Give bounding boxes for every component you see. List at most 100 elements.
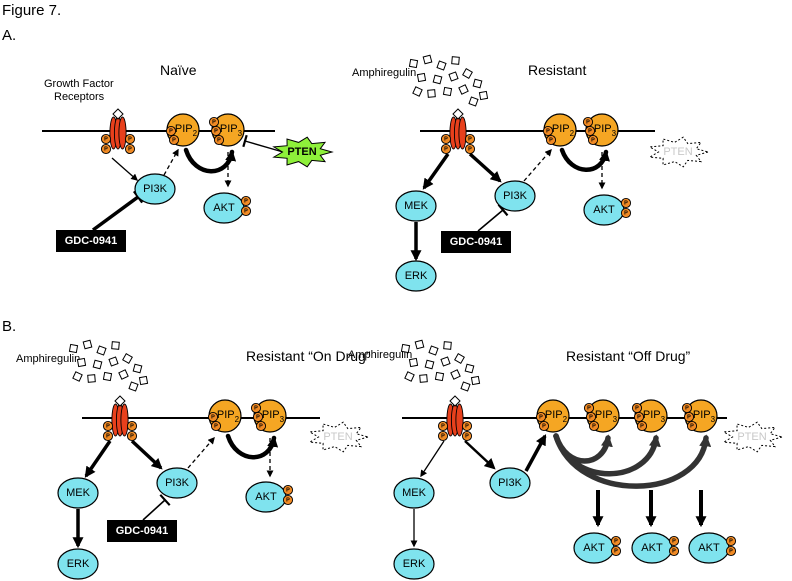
pten-lost-off-drug-burst [722, 421, 784, 453]
amphiregulin-ligand [432, 74, 443, 85]
phospho-circle [620, 197, 632, 209]
pip-phospho: P [683, 411, 695, 423]
pten-inhibits-pip3-bar [242, 134, 248, 148]
amphiregulin-ligand [434, 371, 445, 382]
pip-phospho: P [213, 134, 225, 146]
amphiregulin-ligand [82, 339, 93, 350]
gdc-0941-drug: GDC-0941 [107, 520, 177, 542]
phospho-label: P [130, 423, 134, 429]
growth-factor-label: Growth Factor [44, 78, 114, 90]
pip-phospho: P [681, 402, 693, 414]
pi3k-off-drug-shape [489, 467, 531, 499]
phospho-circle [610, 535, 622, 547]
phospho-label: P [104, 136, 108, 142]
pten-lost-on-drug-label: PTEN [323, 431, 352, 443]
phospho-circle [725, 545, 737, 557]
receptor-subunit [458, 116, 467, 150]
pi3k-off-drug: PI3K [489, 467, 531, 499]
amphiregulin-ligand [132, 363, 143, 374]
amphiregulin-ligand [72, 371, 83, 382]
pi3k-off-drug-label: PI3K [498, 477, 523, 489]
receptor-to-pi3k-arrow [468, 152, 502, 183]
drug-inhibits-pi3k [477, 209, 504, 232]
pi3k-naive-shape [134, 173, 176, 205]
akt-phospho: P [668, 545, 680, 557]
phospho-circle [126, 420, 138, 432]
figure-title: Figure 7. [2, 2, 62, 19]
pi3k-resistant-shape [494, 180, 536, 212]
amphiregulin-ligand [118, 369, 129, 380]
amphiregulin-ligand [436, 60, 447, 71]
pten-lost-resistant: PTEN [648, 136, 710, 168]
phospho-circle [620, 207, 632, 219]
pip-phospho: P [584, 125, 596, 137]
akt-phospho: P [725, 545, 737, 557]
amphiregulin-ligand [404, 371, 415, 382]
phospho-circle [583, 402, 595, 414]
receptor-subunit [120, 403, 129, 437]
phospho-circle [610, 545, 622, 557]
amphiregulin-ligand [138, 375, 149, 386]
pten-lost-off-drug-label: PTEN [737, 431, 766, 443]
phospho-label: P [591, 137, 595, 143]
pip-phospho: P [545, 134, 557, 146]
amphiregulin-ligand [424, 359, 435, 370]
amphiregulin-ligand [96, 345, 107, 356]
membrane-and-arrow-layer [42, 130, 727, 549]
phospho-circle [538, 420, 550, 432]
receptor-phospho: P [100, 143, 112, 155]
receptor-phospho: P [102, 420, 114, 432]
receptor-phospho: P [440, 143, 452, 155]
akt-naive: AKT [203, 192, 245, 224]
receptor-phospho: P [100, 133, 112, 145]
akt-on-drug: AKT [245, 481, 287, 513]
amphiregulin-ligand [462, 68, 473, 79]
pip-label: PIP2 [217, 409, 240, 424]
amphiregulin-ligand [408, 58, 419, 69]
receptor-phospho: P [126, 420, 138, 432]
akt-phospho: P [668, 535, 680, 547]
receptor-phospho: P [102, 430, 114, 442]
phospho-circle [282, 484, 294, 496]
phospho-label: P [592, 423, 596, 429]
phospho-circle [725, 535, 737, 547]
drug-label: GDC-0941 [450, 236, 503, 248]
phospho-label: P [549, 137, 553, 143]
phospho-circle [588, 420, 600, 432]
akt-phospho: P [610, 545, 622, 557]
amphiregulin-label-off-drug: Amphiregulin [348, 349, 413, 361]
amphiregulin-ligand [448, 71, 459, 82]
panel-a-label: A. [2, 27, 17, 44]
phospho-circle [464, 133, 476, 145]
phospho-label: P [244, 198, 248, 204]
akt-phospho: P [725, 535, 737, 547]
phospho-circle [282, 494, 294, 506]
pip-phospho: P [631, 402, 643, 414]
phospho-circle [102, 420, 114, 432]
phospho-label: P [588, 128, 592, 134]
receptor-phospho: P [126, 430, 138, 442]
panel-title-resistant: Resistant [528, 62, 587, 78]
mek-on-drug: MEK [57, 477, 99, 509]
pip-label: PIP2 [552, 123, 575, 138]
akt-off-drug-1-label: AKT [583, 542, 605, 554]
phospho-label: P [106, 423, 110, 429]
amphiregulin-ligand [128, 381, 139, 392]
phospho-circle [437, 430, 449, 442]
receptor-to-pi3k-arrow [130, 439, 163, 470]
drug-box [107, 520, 177, 542]
pip-phospho: P [252, 411, 264, 423]
pip-phospho: P [587, 134, 599, 146]
phospho-label: P [444, 136, 448, 142]
pip2-to-pip3-conversion-3 [553, 433, 712, 489]
receptor-phospho: P [464, 143, 476, 155]
panel-b-label: B. [2, 318, 17, 335]
erk-resistant-shape [395, 260, 437, 292]
phospho-circle [582, 116, 594, 128]
pip2-to-pip3-conversion [559, 147, 610, 172]
pip-phospho: P [210, 125, 222, 137]
phospho-label: P [211, 414, 215, 420]
amphiregulin-ligand [458, 84, 469, 95]
amphiregulin-ligand [408, 357, 419, 368]
receptor-phospho: P [461, 420, 473, 432]
